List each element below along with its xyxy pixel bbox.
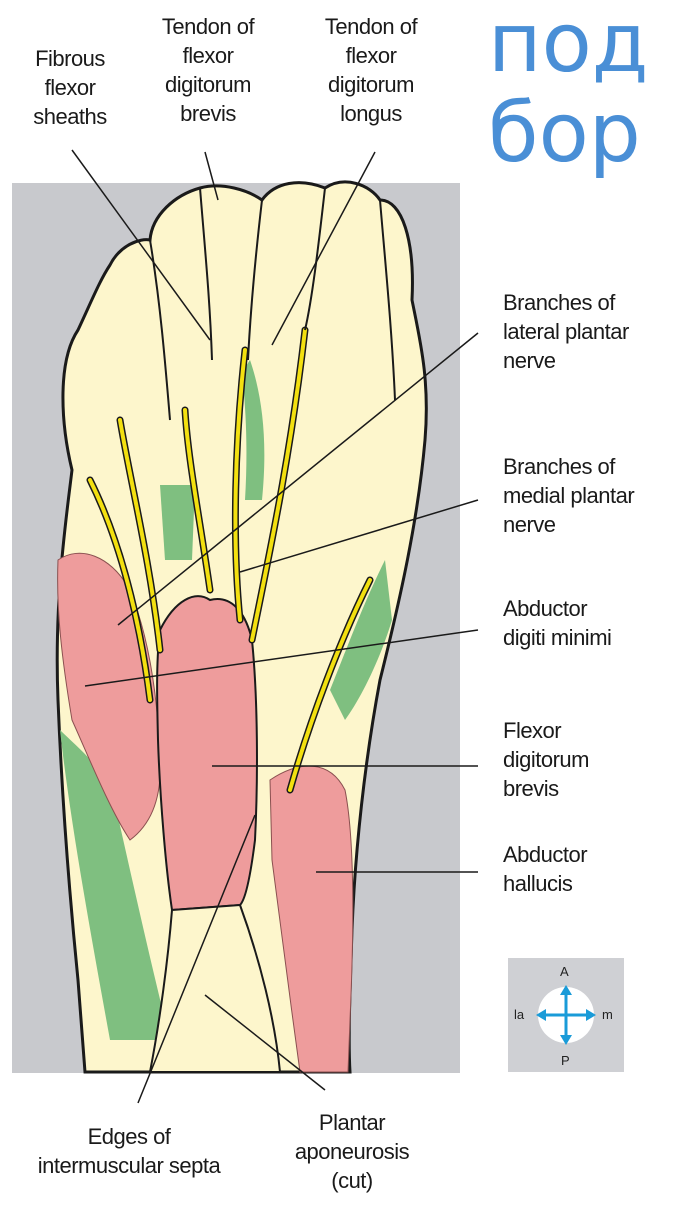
label-abductor-digiti-minimi: Abductor digiti minimi — [503, 594, 675, 652]
compass-posterior: P — [561, 1053, 570, 1068]
compass-lateral: la — [514, 1007, 524, 1022]
green-slip-lateral — [160, 485, 195, 560]
label-fibrous-flexor-sheaths: Fibrous flexor sheaths — [18, 44, 122, 131]
label-branches-lateral-plantar-nerve: Branches of lateral plantar nerve — [503, 288, 675, 375]
compass-anterior: A — [560, 964, 569, 979]
label-tendon-fdb: Tendon of flexor digitorum brevis — [138, 12, 278, 128]
label-branches-medial-plantar-nerve: Branches of medial plantar nerve — [503, 452, 675, 539]
flexor-digitorum-brevis-muscle — [157, 596, 257, 910]
label-tendon-fdl: Tendon of flexor digitorum longus — [302, 12, 440, 128]
label-plantar-aponeurosis: Plantar aponeurosis (cut) — [274, 1108, 430, 1195]
label-abductor-hallucis: Abductor hallucis — [503, 840, 675, 898]
label-edges-intermuscular-septa: Edges of intermuscular septa — [4, 1122, 254, 1180]
label-flexor-digitorum-brevis: Flexor digitorum brevis — [503, 716, 675, 803]
orientation-compass: A P la m — [508, 958, 624, 1072]
compass-medial: m — [602, 1007, 613, 1022]
